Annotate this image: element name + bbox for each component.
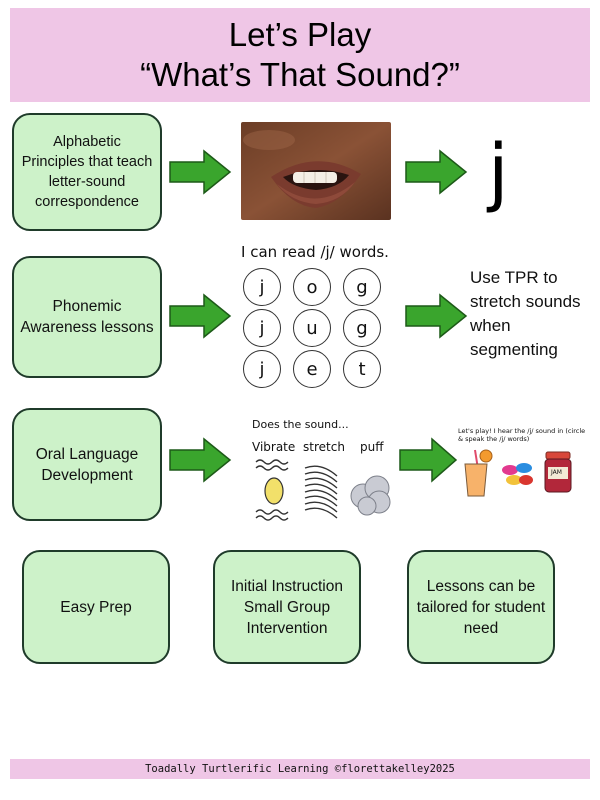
slinky-icon [304, 465, 338, 519]
vibrating-object-icon [255, 459, 289, 521]
sound-question: Does the sound... [252, 418, 349, 431]
footer-credit: Toadally Turtlerific Learning ©florettak… [10, 759, 590, 779]
letter-circle: u [293, 309, 331, 347]
tailored-lessons-box: Lessons can be tailored for student need [407, 550, 555, 664]
page-title-line-2: “What’s That Sound?” [140, 56, 460, 93]
right-arrow-icon [399, 437, 458, 483]
letter-j: j [488, 129, 509, 215]
page-header: Let’s Play “What’s That Sound?” [10, 8, 590, 102]
letter-circle: g [343, 268, 381, 306]
phonemic-awareness-box: Phonemic Awareness lessons [12, 256, 162, 378]
sound-type-puff: puff [360, 440, 384, 454]
letter-circle: o [293, 268, 331, 306]
right-arrow-icon [169, 149, 232, 195]
letter-circle: g [343, 309, 381, 347]
right-arrow-icon [405, 149, 468, 195]
juice-icon [464, 449, 493, 497]
sound-type-stretch: stretch [303, 440, 345, 454]
worksheet-title: I can read /j/ words. [241, 243, 389, 261]
letter-circle: j [243, 309, 281, 347]
jelly-beans-icon [502, 463, 533, 485]
page-title-line-1: Let’s Play [228, 16, 372, 53]
puff-cloud-icon [350, 475, 391, 516]
right-arrow-icon [169, 293, 232, 339]
letter-circle: j [243, 268, 281, 306]
letter-circle: t [343, 350, 381, 388]
right-arrow-icon [169, 437, 232, 483]
easy-prep-box: Easy Prep [22, 550, 170, 664]
letter-circle: j [243, 350, 281, 388]
mouth-photo [241, 122, 391, 220]
oral-language-box: Oral Language Development [12, 408, 162, 521]
jam-worksheet-instruction: Let's play! I hear the /j/ sound in (cir… [458, 427, 586, 443]
alphabetic-principles-box: Alphabetic Principles that teach letter-… [12, 113, 162, 231]
sound-type-vibrate: Vibrate [252, 440, 296, 454]
letter-circle: e [293, 350, 331, 388]
tpr-description: Use TPR to stretch sounds when segmentin… [470, 268, 581, 359]
initial-instruction-box: Initial Instruction Small Group Interven… [213, 550, 361, 664]
jam-label: JAM [551, 469, 562, 476]
jam-jar-icon: JAM [543, 450, 573, 494]
right-arrow-icon [405, 293, 468, 339]
